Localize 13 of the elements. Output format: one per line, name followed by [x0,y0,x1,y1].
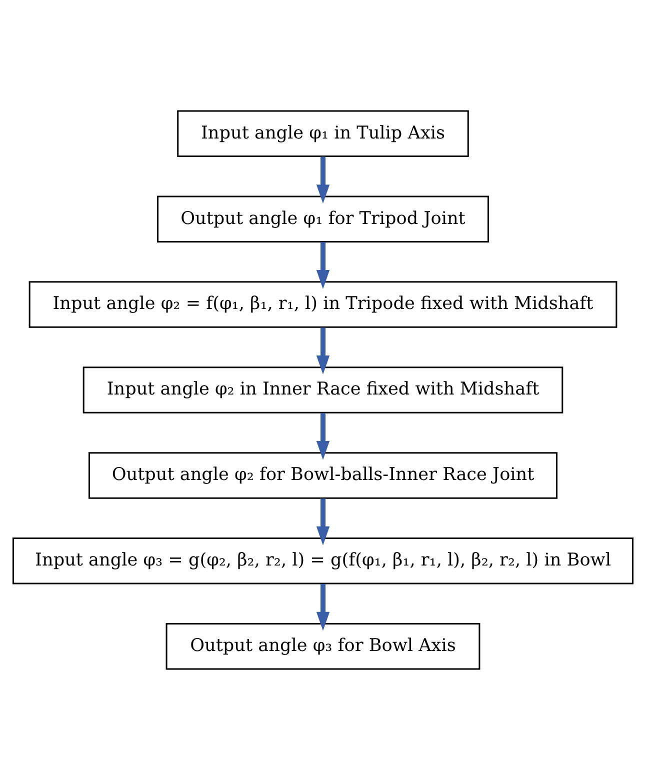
node-box: Input angle φ₁ in Tulip Axis [177,110,469,158]
arrow [316,242,330,289]
arrow [316,584,330,631]
arrow [316,328,330,374]
node-box: Output angle φ₂ for Bowl-balls-Inner Race Joint [88,452,558,499]
node-box: Output angle φ₃ for Bowl Axis [166,622,480,670]
arrow [316,498,330,546]
arrow [316,413,330,460]
node-box: Input angle φ₂ in Inner Race fixed with Midshaft [82,366,564,414]
node-box: Input angle φ₃ = g(φ₂, β₂, r₂, l) = g(f(φ₁, β₁, r₁, l), β₂, r₂, l) in Bowl [12,538,634,584]
node-box: Output angle φ₁ for Tripod Joint [157,196,489,242]
node-box: Input angle φ₂ = f(φ₁, β₁, r₁, l) in Tripode fixed with Midshaft [28,281,618,328]
arrow [316,156,330,204]
